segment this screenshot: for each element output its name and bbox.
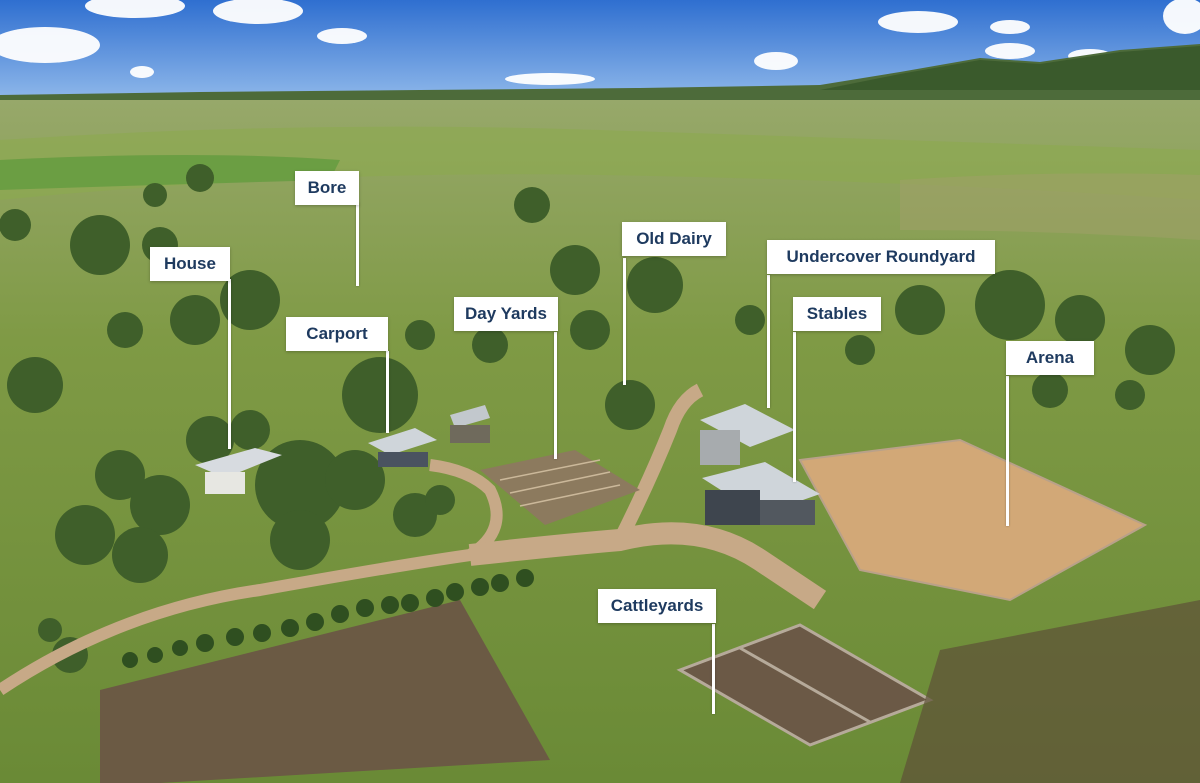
arena-pointer [1006, 376, 1009, 526]
house-roof [195, 448, 282, 478]
buildings [195, 404, 820, 525]
carport-roof [368, 428, 437, 455]
cattleyards-pointer [712, 624, 715, 714]
roundyard-roof [700, 404, 795, 447]
carport-label: Carport [286, 317, 388, 351]
stables-label: Stables [793, 297, 881, 331]
undercover-roundyard-label: Undercover Roundyard [767, 240, 995, 274]
cattleyards-label: Cattleyards [598, 589, 716, 623]
distant-hills [0, 44, 1200, 110]
day-yards-ground [480, 450, 640, 525]
house-pointer [228, 279, 231, 449]
trees [0, 164, 1175, 673]
driveway [0, 459, 503, 695]
old-dairy-pointer [623, 258, 626, 385]
dirt-paddock [100, 600, 550, 783]
stables-pointer [793, 332, 796, 482]
house-label: House [150, 247, 230, 281]
bore-pointer [356, 203, 359, 286]
undercover-roundyard-pointer [767, 275, 770, 408]
old-dairy-label: Old Dairy [622, 222, 726, 256]
day-yards-pointer [554, 332, 557, 459]
arena-label: Arena [1006, 341, 1094, 375]
clouds [0, 0, 1200, 85]
carport-pointer [386, 351, 389, 433]
arena-ground [800, 440, 1145, 600]
bore-label: Bore [295, 171, 359, 205]
day-yards-label: Day Yards [454, 297, 558, 331]
